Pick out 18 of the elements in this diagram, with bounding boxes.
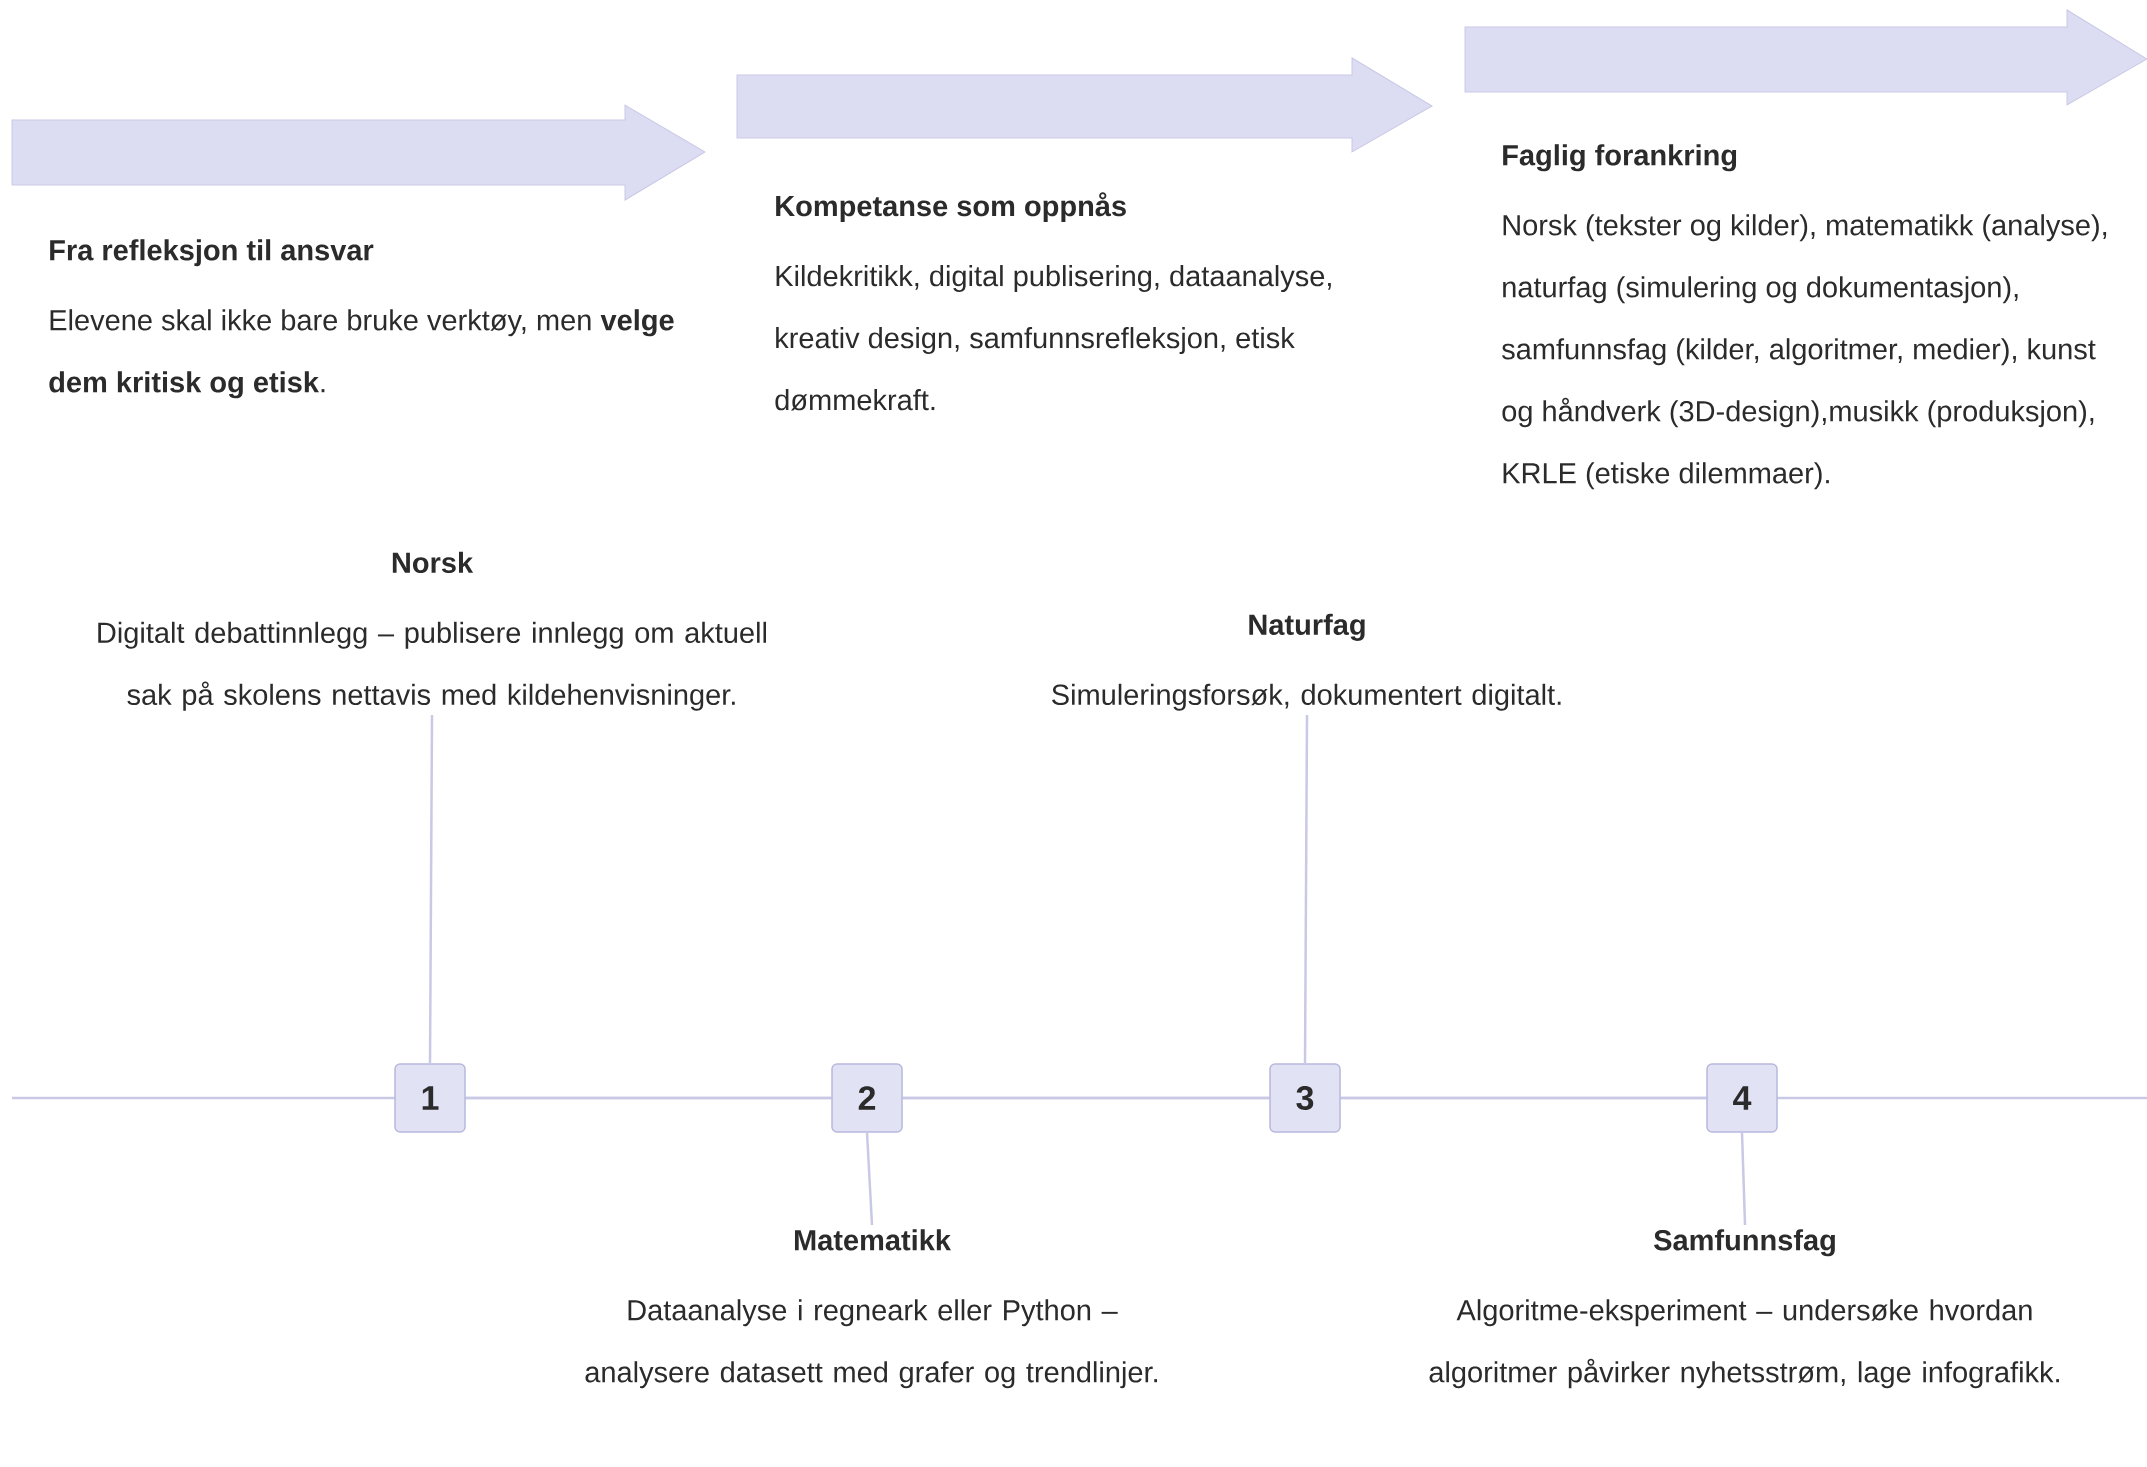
leader-line — [865, 1132, 874, 1226]
timeline-segment — [1340, 1096, 1707, 1100]
event-text: Naturfag Simuleringsforsøk, dokumentert digitalt. — [1052, 613, 1561, 711]
leader-line — [1303, 715, 1309, 1064]
number-badge: 4 — [1706, 1063, 1778, 1133]
number-badge: 1 — [394, 1063, 466, 1133]
leader-line — [1740, 1132, 1747, 1226]
description-text: Kompetanse som oppnås Kildekritikk, digital publisering, dataanalyse, kreativ design, samfunnsrefleksjon, etisk dømmekraft. — [775, 192, 1331, 411]
event-text: Matematikk Dataanalyse i regneark eller Python – analysere datasett med grafer og trendlinjer. — [585, 1229, 1158, 1389]
timeline-segment — [902, 1096, 1270, 1100]
timeline-segment — [465, 1096, 832, 1100]
leader-line — [428, 715, 434, 1064]
event-text: Samfunnsfag Algoritme-eksperiment – undersøke hvordan algoritmer påvirker nyhetsstrøm, lage infografikk. — [1429, 1229, 2059, 1389]
description-text: Fra refleksjon til ansvar Elevene skal ikke bare bruke verktøy, men velge dem kritisk og etisk. — [49, 239, 674, 399]
event-text: Norsk Digitalt debattinnlegg – publisere innlegg om aktuell sak på skolens nettavis med kildehenvisninger. — [98, 551, 766, 711]
number-badge: 3 — [1269, 1063, 1341, 1133]
number-badge: 2 — [831, 1063, 903, 1133]
description-text: Faglig forankring Norsk (tekster og kilder), matematikk (analyse), naturfag (simulering og dokumentasjon), samfunnsfag (kilder, algoritmer, medier), kunst og håndverk (3D-design),musikk (produksjon), KRLE (etiske dilemmaer). — [1502, 144, 2107, 490]
